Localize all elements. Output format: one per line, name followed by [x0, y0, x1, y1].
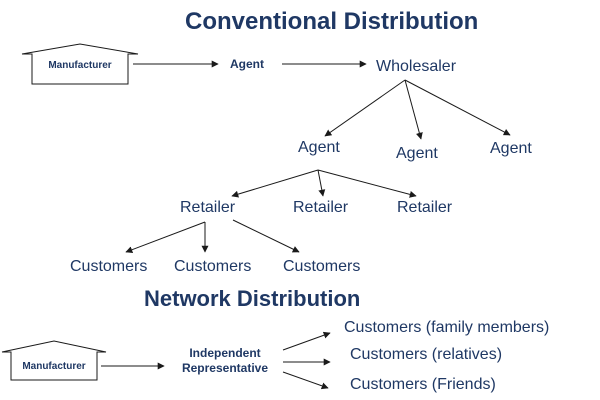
customers-node-3: Customers	[283, 258, 361, 275]
arrow-rep-to-family	[282, 331, 331, 351]
agent-node-3: Agent	[490, 140, 532, 157]
network-title: Network Distribution	[144, 286, 361, 311]
retailer-node-2: Retailer	[293, 199, 349, 216]
arrow-retailer-to-customers-1	[125, 221, 206, 254]
network-customers-friends: Customers (Friends)	[350, 376, 496, 393]
conventional-title: Conventional Distribution	[185, 8, 479, 35]
arrow-agent-to-retailer-2	[317, 169, 326, 197]
network-manufacturer-house-shape	[1, 340, 107, 381]
arrow-agent-to-retailer-1	[231, 169, 319, 198]
rep-line-2: Representative	[181, 361, 269, 375]
agent-node-1: Agent	[298, 139, 340, 156]
agent-top-label: Agent	[230, 57, 264, 71]
independent-representative: Independent Representative	[173, 346, 277, 376]
arrow-rep-to-friends	[282, 371, 329, 390]
manufacturer-label: Manufacturer	[48, 60, 112, 71]
wholesaler-label: Wholesaler	[376, 58, 457, 75]
arrow-retailer-to-customers-3	[232, 219, 300, 253]
customers-node-2: Customers	[174, 258, 252, 275]
arrow-wholesaler-to-agent-1	[324, 79, 406, 137]
retailer-node-3: Retailer	[397, 199, 453, 216]
network-customers-relatives: Customers (relatives)	[350, 346, 503, 363]
manufacturer-house-shape	[21, 43, 139, 85]
network-customers-family: Customers (family members)	[344, 319, 550, 336]
arrow-agent-to-retailer-3	[317, 169, 417, 198]
arrow-wholesaler-to-agent-3	[404, 79, 511, 136]
network-manufacturer-label: Manufacturer	[22, 361, 86, 372]
arrow-wholesaler-to-agent-2	[404, 79, 423, 140]
retailer-node-1: Retailer	[180, 199, 236, 216]
customers-node-1: Customers	[70, 258, 148, 275]
agent-node-2: Agent	[396, 145, 438, 162]
rep-line-1: Independent	[189, 346, 261, 360]
